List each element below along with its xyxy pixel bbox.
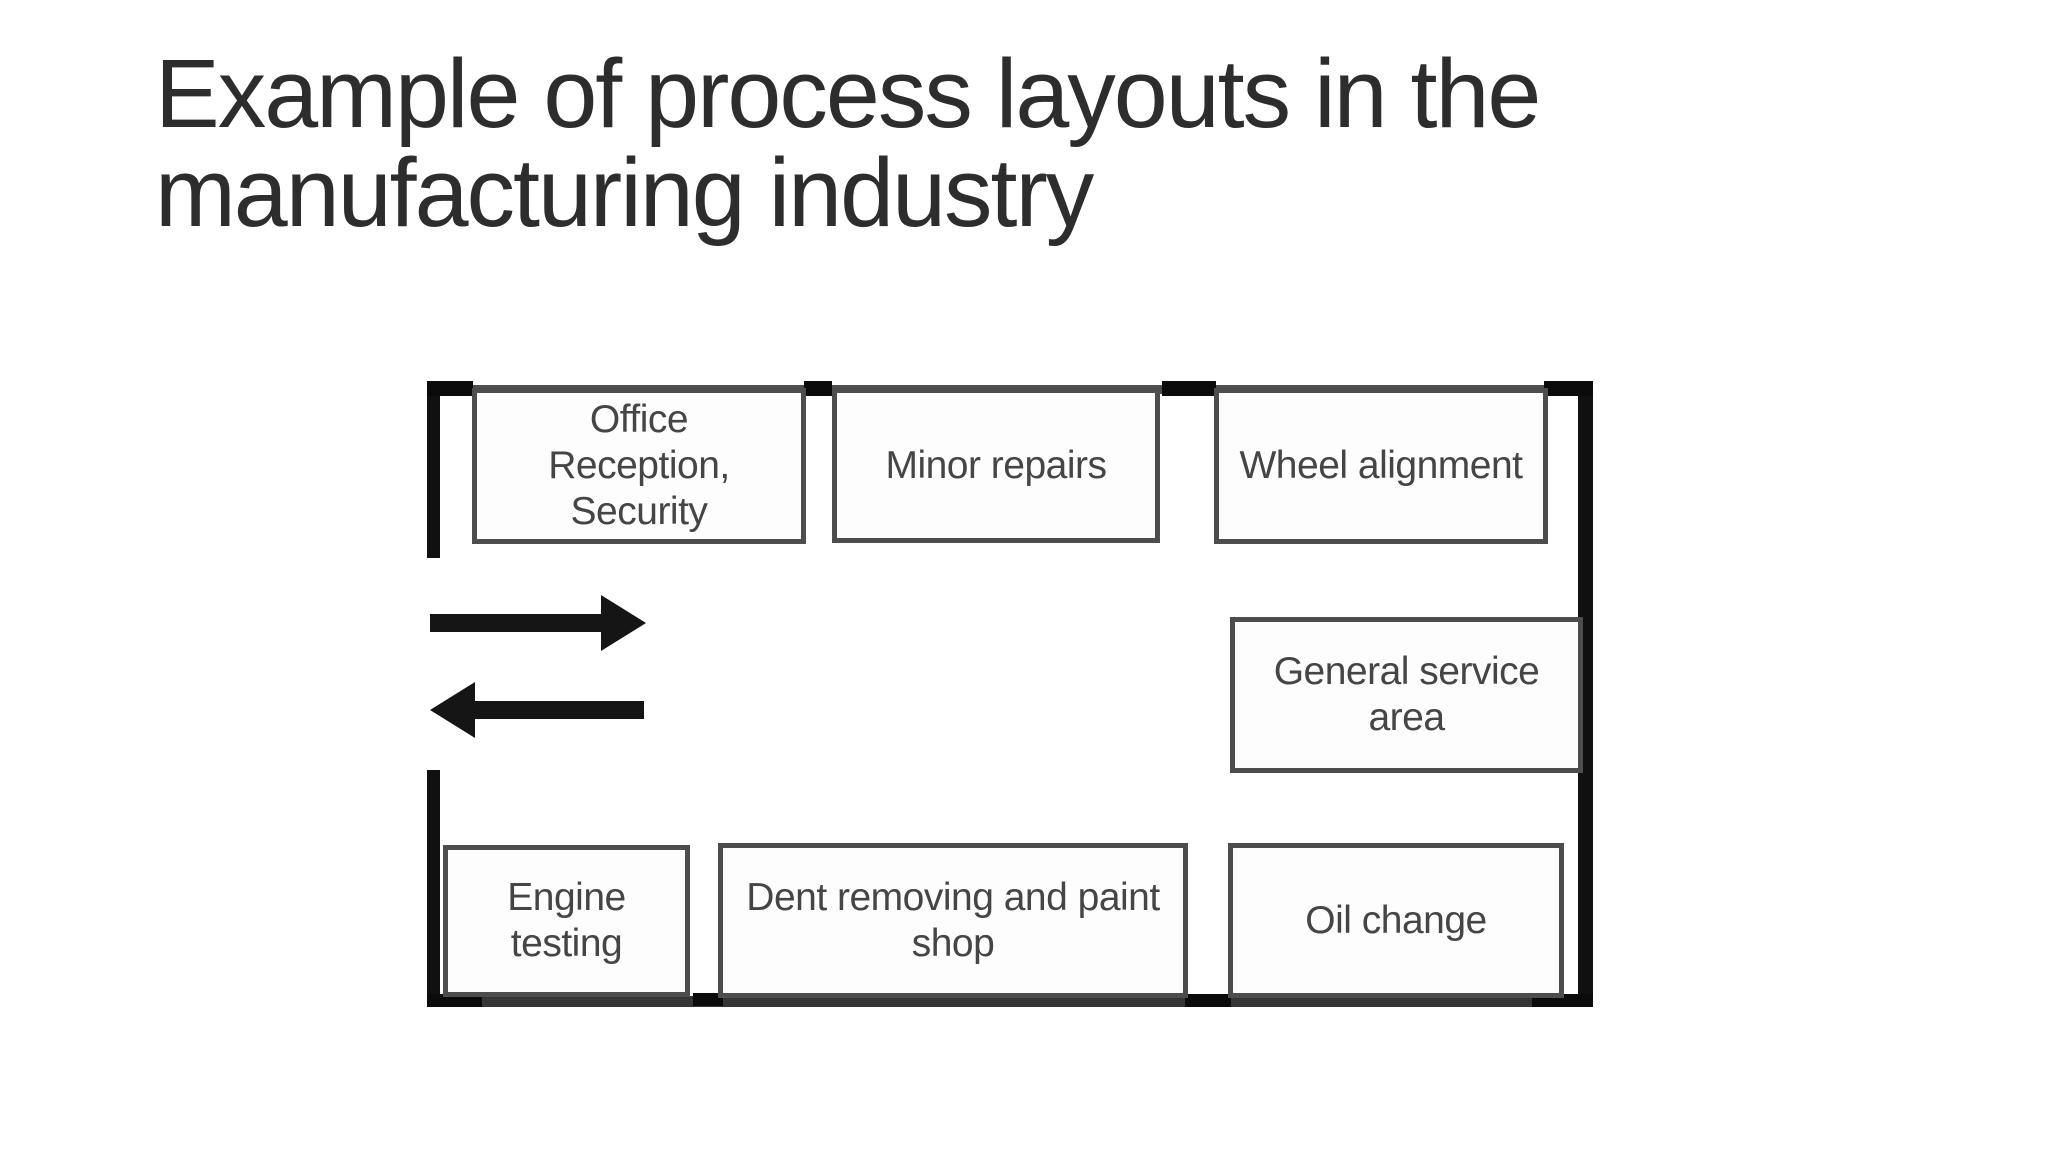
wall-left-lower — [427, 770, 440, 1007]
wall-joint — [427, 994, 482, 1007]
arrow-left-icon — [430, 681, 644, 739]
room-dent-removing-and-paint-shop: Dent removing and paint shop — [718, 843, 1188, 998]
room-label: Dent removing and paint shop — [746, 875, 1160, 965]
room-label: General service area — [1273, 650, 1540, 739]
room-oil-change: Oil change — [1228, 843, 1564, 998]
room-label: Engine testing — [507, 876, 626, 965]
wall-joint — [1162, 381, 1216, 396]
wall-joint — [693, 993, 723, 1006]
room-wheel-alignment: Wheel alignment — [1214, 388, 1548, 544]
room-engine-testing: Engine testing — [443, 845, 690, 997]
wall-joint — [427, 381, 473, 396]
room-label: Wheel alignment — [1239, 444, 1523, 487]
wall-left-upper — [427, 383, 440, 558]
wall-joint — [804, 381, 832, 396]
wall-joint — [1544, 381, 1593, 396]
wall-joint — [1185, 994, 1231, 1007]
room-label: Office Reception, Security — [548, 398, 730, 533]
room-general-service-area: General service area — [1230, 617, 1583, 773]
wall-right — [1578, 383, 1593, 1007]
wall-bottom — [427, 996, 1593, 1007]
room-label: Oil change — [1305, 898, 1487, 942]
arrow-right-icon — [430, 594, 646, 652]
room-minor-repairs: Minor repairs — [832, 388, 1160, 543]
slide-title: Example of process layouts in the manufa… — [155, 39, 1541, 247]
room-office-reception-security: Office Reception, Security — [472, 388, 806, 544]
room-label: Minor repairs — [885, 443, 1107, 487]
